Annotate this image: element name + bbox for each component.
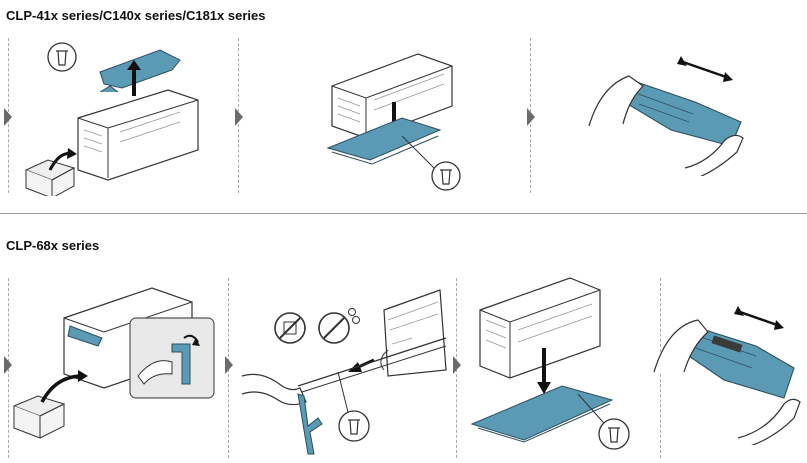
step-3-illustration (585, 48, 750, 176)
step-arrow-icon (4, 356, 12, 374)
section-title-clp68x: CLP-68x series (6, 238, 100, 253)
step-7-illustration (652, 290, 804, 445)
step-4-illustration (12, 268, 222, 446)
step-arrow-icon (527, 108, 535, 126)
step-arrow-icon (225, 356, 233, 374)
step-5-illustration (238, 270, 450, 460)
step-arrow-icon (453, 356, 461, 374)
step-arrow-icon (235, 108, 243, 126)
recycle-bin-icon (338, 410, 370, 442)
section-title-clp41x: CLP-41x series/C140x series/C181x series (6, 8, 266, 23)
recycle-bin-icon (47, 42, 77, 72)
recycle-bin-icon (431, 161, 461, 191)
section-separator (0, 213, 807, 214)
step-6-illustration (468, 270, 653, 458)
step-arrow-icon (4, 108, 12, 126)
step-2-illustration (318, 40, 478, 195)
recycle-bin-icon (598, 418, 630, 450)
step-1-illustration (20, 38, 220, 196)
